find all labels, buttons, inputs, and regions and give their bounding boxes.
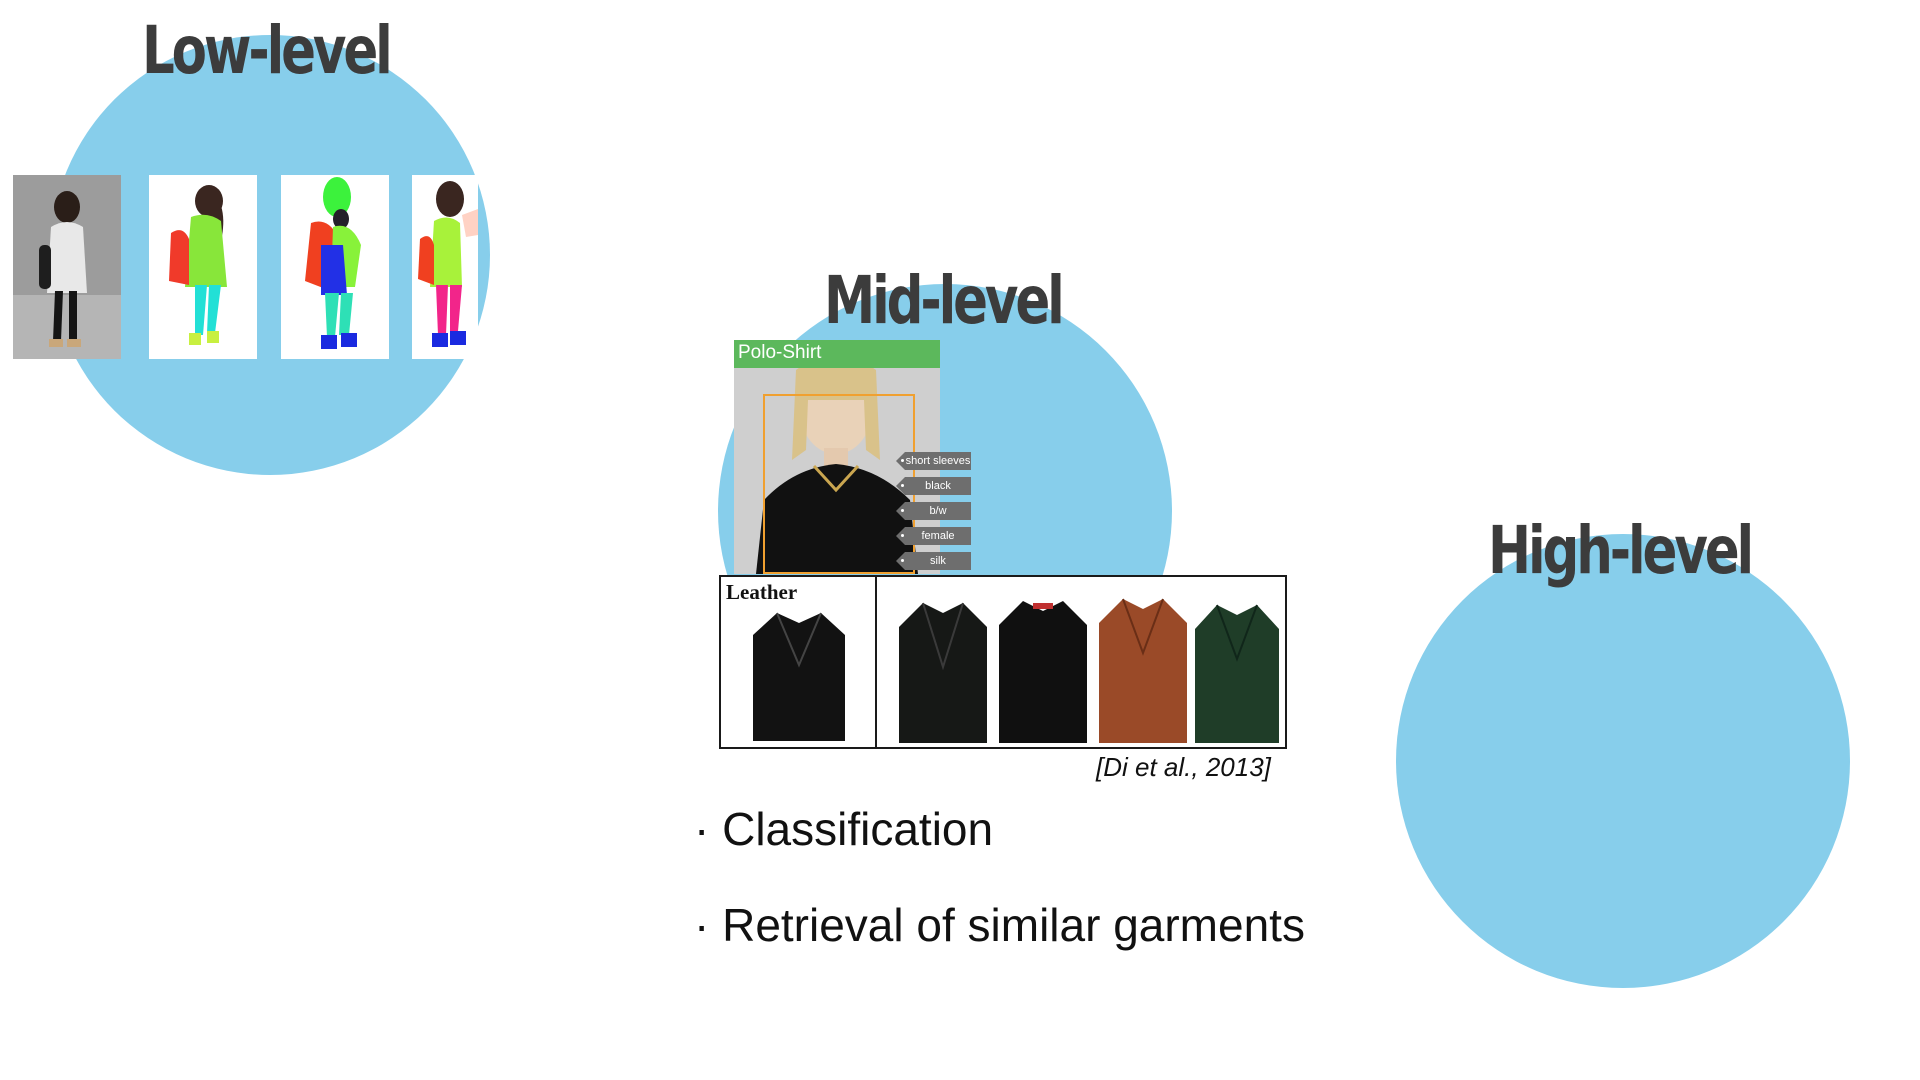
segmentation-mask-2 <box>281 175 389 359</box>
citation: [Di et al., 2013] <box>1096 752 1271 782</box>
high-level-circle <box>1396 534 1850 988</box>
mid-level-title: Mid-level <box>824 262 1065 339</box>
result-jacket-4 <box>1195 604 1279 743</box>
query-jacket-image <box>753 612 845 741</box>
person-photo <box>13 175 121 359</box>
attribute-tag: female <box>896 527 971 545</box>
leather-label: Leather <box>726 580 798 604</box>
high-level-title: High-level <box>1488 512 1754 589</box>
attribute-tag: short sleeves <box>896 452 971 470</box>
result-jacket-3 <box>1099 598 1187 743</box>
leather-retrieval-panel: Leather <box>719 575 1287 749</box>
attribute-tag: silk <box>896 552 971 570</box>
attribute-tag: b/w <box>896 502 971 520</box>
low-level-title: Low-level <box>142 12 393 89</box>
attribute-tag: black <box>896 477 971 495</box>
result-jacket-2 <box>999 601 1087 743</box>
result-jacket-1 <box>899 602 987 743</box>
polo-shirt-label: Polo-Shirt <box>738 342 822 363</box>
segmentation-mask-3 <box>412 175 478 359</box>
polo-shirt-label-band: Polo-Shirt <box>734 340 940 368</box>
panel-divider <box>875 577 877 747</box>
bullet-classification: · Classification <box>694 803 994 855</box>
bullet-retrieval: · Retrieval of similar garments <box>694 899 1305 951</box>
segmentation-mask-1 <box>149 175 257 359</box>
